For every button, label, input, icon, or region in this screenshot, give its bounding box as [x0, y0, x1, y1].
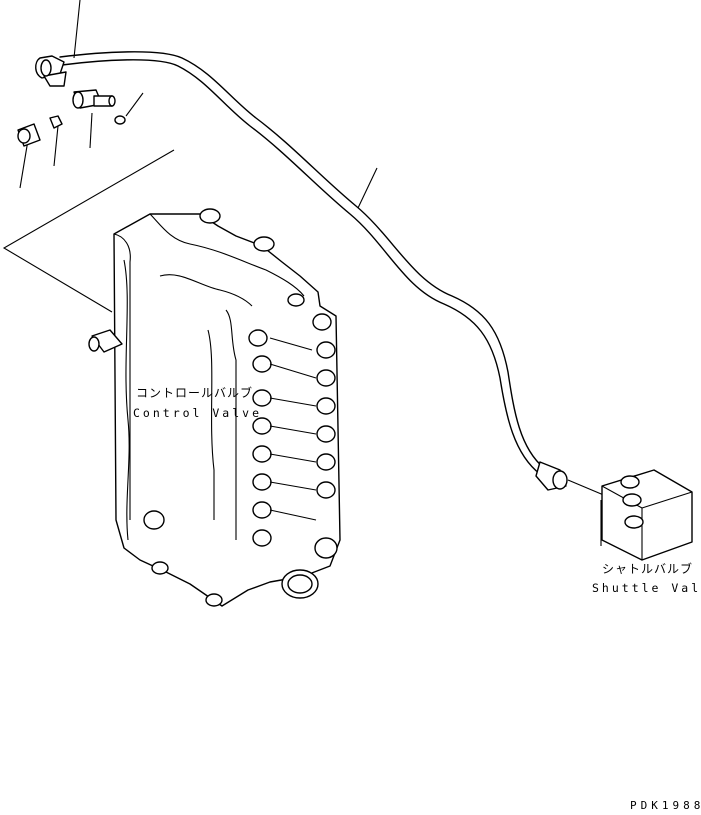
drawing-code: PDK1988 — [630, 799, 701, 812]
hydraulic-hose — [59, 51, 568, 491]
spool-ends — [248, 313, 338, 559]
shuttle-valve-label-jp: シャトルバルブ — [602, 562, 694, 576]
leader-lines — [2, 0, 641, 546]
control-valve-label-jp: コントロールバルブ — [136, 386, 254, 400]
shuttle-valve-label-en: Shuttle Valve — [592, 581, 701, 595]
control-valve — [88, 208, 341, 607]
fittings — [17, 55, 126, 147]
control-valve-label-en: Control Valve — [133, 406, 263, 420]
shuttle-valve — [601, 469, 693, 561]
